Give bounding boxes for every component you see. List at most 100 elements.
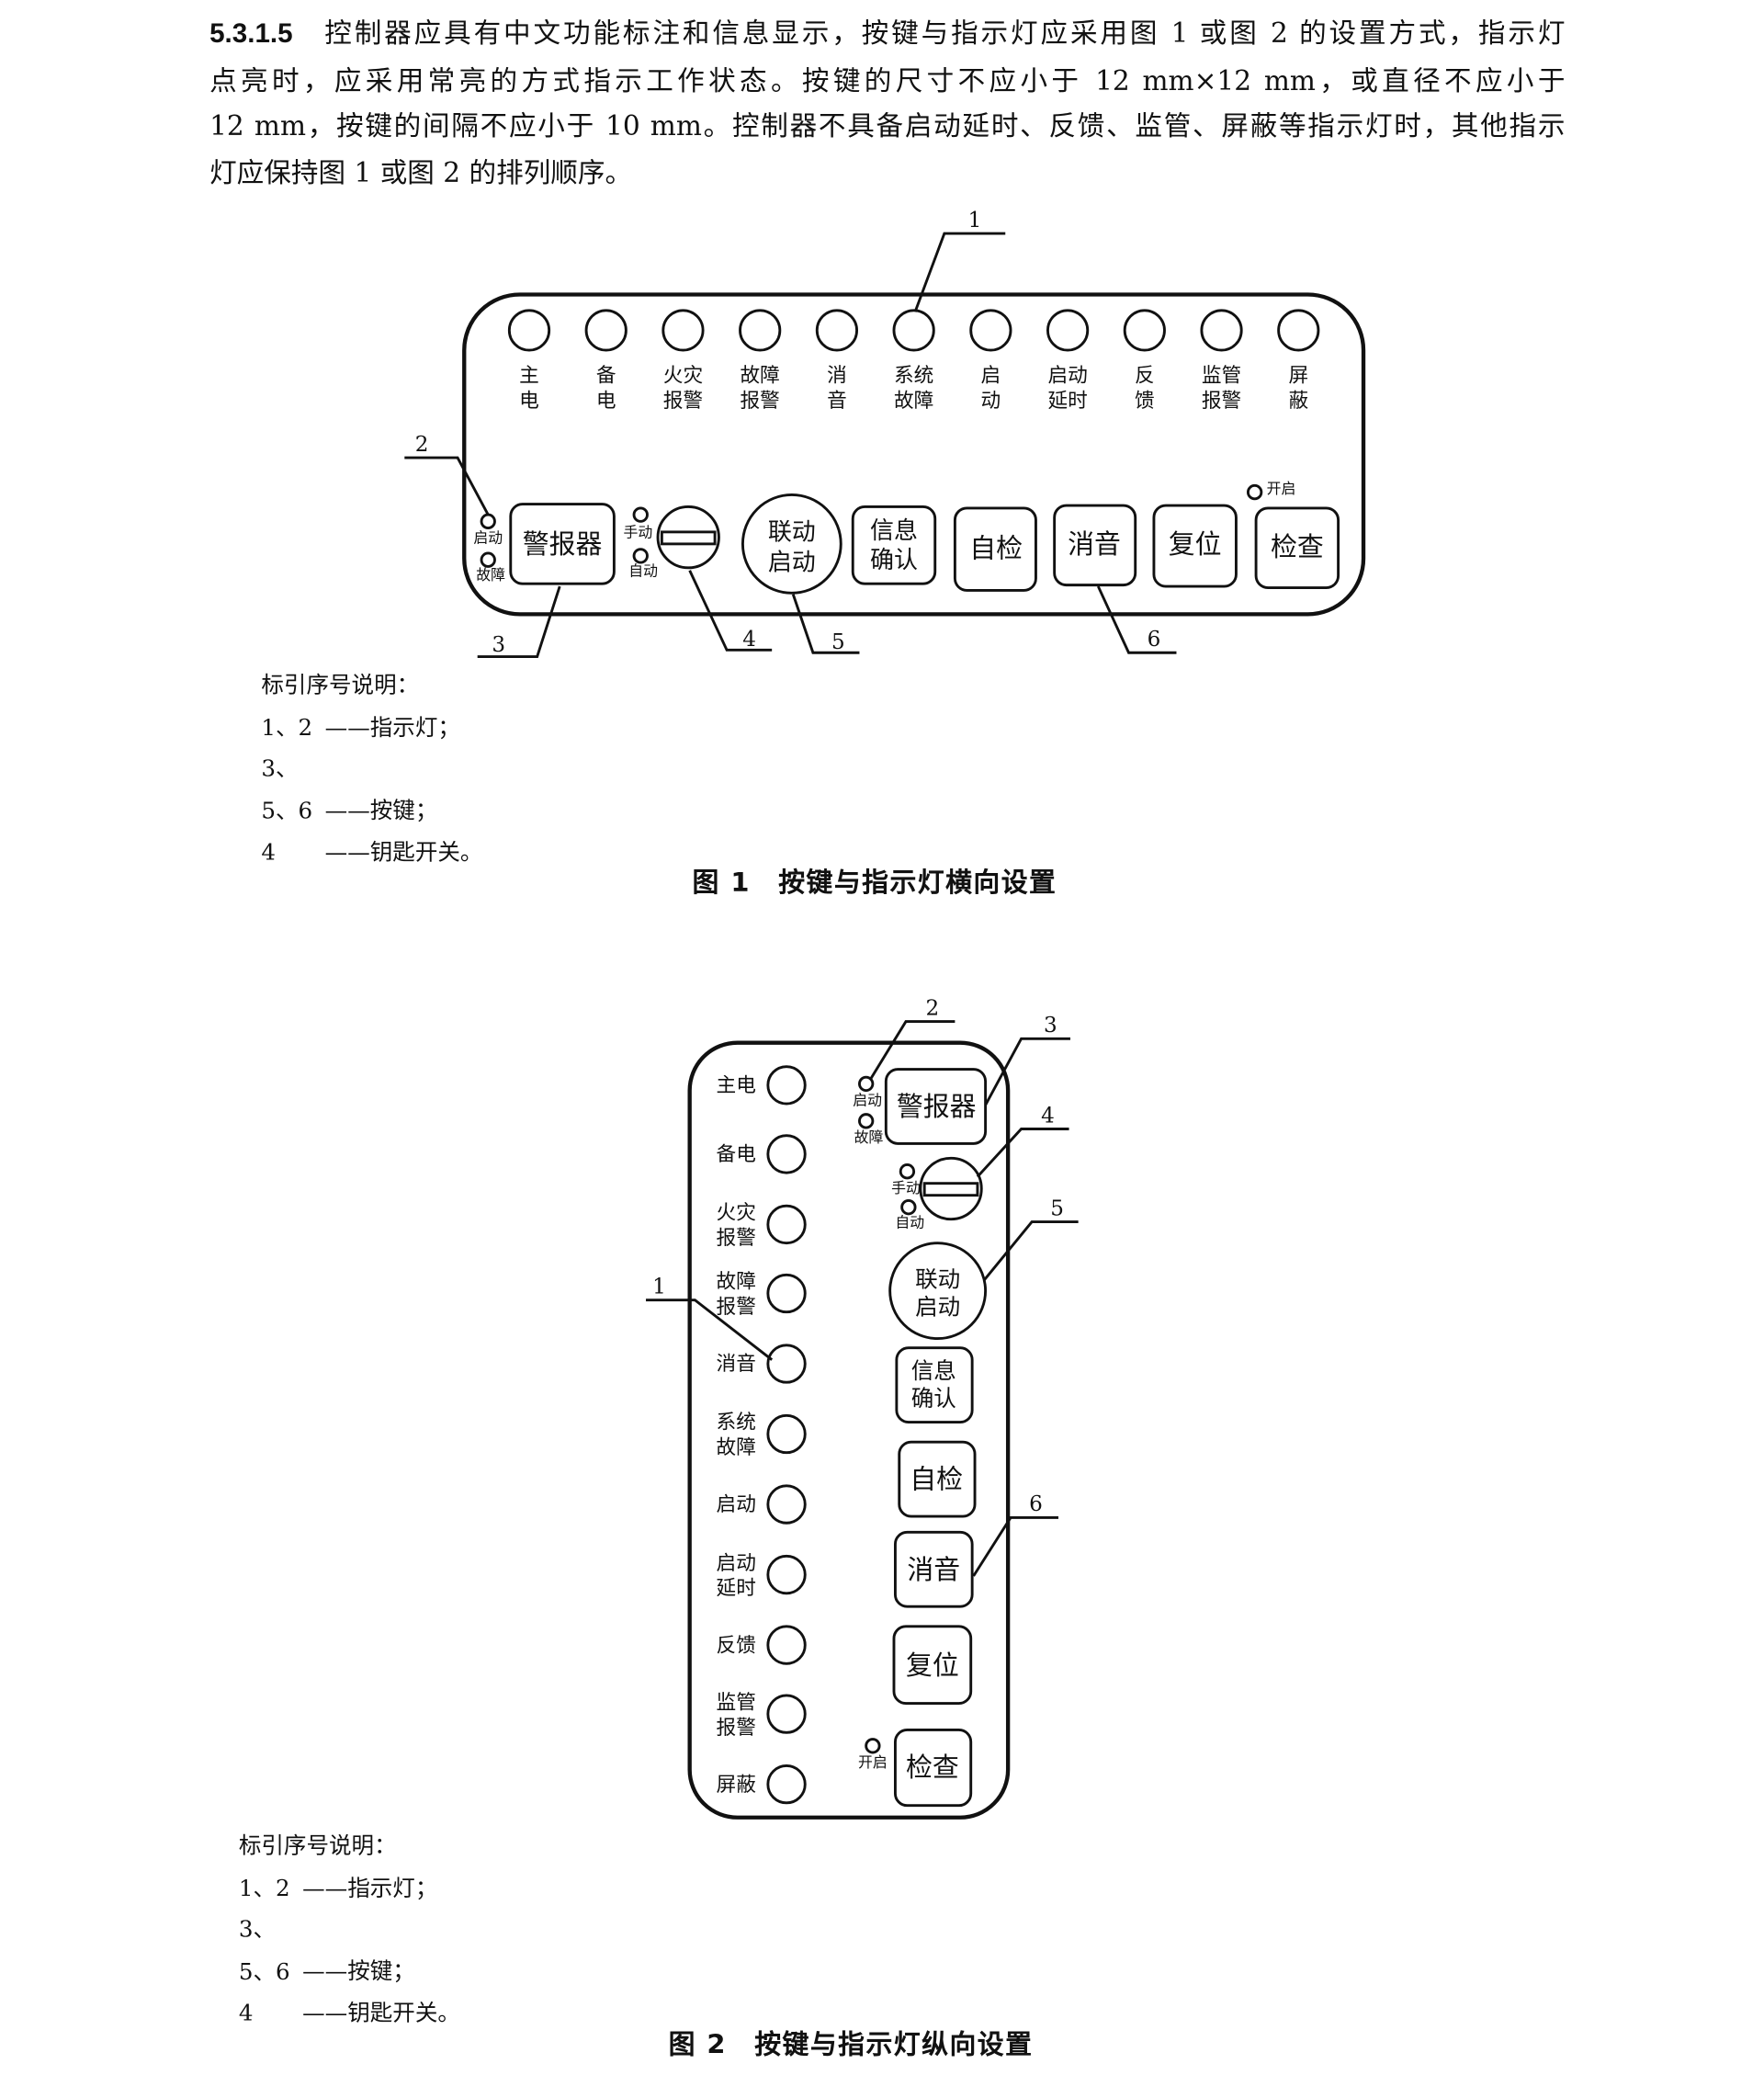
indicator-label: 启动 [717,1552,756,1575]
alarm-fault-label: 故障 [854,1128,884,1146]
reset-label: 复位 [1169,528,1222,560]
alarm-fault-led [858,1113,875,1129]
info-confirm-button[interactable] [851,505,937,585]
indicator-label: 电 [519,390,539,413]
reset-label: 复位 [906,1650,959,1681]
linkage-start-label: 启动 [915,1294,960,1321]
indicator-label: 报警 [1202,390,1241,413]
silence-button[interactable] [893,1530,974,1608]
legend-item: 3、5、6——按键； [261,755,438,825]
info-confirm-label: 确认 [870,547,918,574]
info-confirm-label: 信息 [911,1357,956,1384]
indicator-led [892,309,935,352]
self-test-label: 自检 [910,1464,963,1495]
indicator-label: 主 [519,365,539,388]
indicator-led [766,1344,807,1384]
silence-button[interactable] [1053,504,1137,587]
indicator-label: 屏蔽 [717,1774,757,1797]
indicator-label: 报警 [717,1227,756,1250]
legend-title: 标引序号说明： [261,672,420,699]
callout-2: 2 [926,996,940,1020]
figure-2-caption: 图 2 按键与指示灯纵向设置 [668,2028,1034,2060]
indicator-label: 故障 [717,1436,756,1459]
self-test-button[interactable] [953,506,1037,592]
indicator-label: 火灾 [717,1202,756,1225]
indicator-label: 报警 [663,390,703,413]
indicator-led [766,1204,807,1245]
indicator-label: 音 [827,390,847,413]
check-button[interactable] [1254,506,1340,589]
callout-line-5 [983,1220,1079,1281]
paragraph-line: 点亮时，应采用常亮的方式指示工作状态。按键的尺寸不应小于 12 mm×12 mm… [209,64,1566,96]
info-confirm-button[interactable] [895,1346,974,1423]
reset-button[interactable] [1152,504,1238,588]
legend-figure-1: 标引序号说明： 1、2——指示灯； 3、5、6——按键； 4——钥匙开关。 [261,666,482,875]
indicator-led [662,309,705,352]
manual-label: 手动 [891,1179,921,1196]
alarm-button[interactable] [509,503,616,585]
linkage-start-button[interactable] [888,1242,988,1341]
legend-title: 标引序号说明： [238,1833,397,1860]
indicator-led [969,309,1012,352]
callout-3: 3 [1044,1014,1057,1038]
callout-line-1 [913,232,1006,312]
alarm-fault-led [480,551,496,568]
auto-led [632,548,649,564]
callout-line-6 [972,1516,1058,1577]
callout-line-2 [868,1020,956,1081]
reset-button[interactable] [892,1625,973,1706]
alarm-button[interactable] [884,1068,988,1145]
callout-1: 1 [968,209,982,232]
indicator-label: 消 [827,365,847,388]
callout-line-3 [984,1037,1070,1106]
indicator-led [739,309,782,352]
indicator-label: 延时 [1047,390,1087,413]
indicator-label: 启 [981,365,1001,388]
indicator-led [766,1484,807,1525]
self-test-button[interactable] [898,1440,977,1518]
auto-label: 自动 [628,562,658,580]
indicator-label: 故障 [894,390,933,413]
indicator-led [1123,309,1166,352]
check-label: 检查 [906,1752,959,1783]
callout-line-2 [404,456,490,516]
key-switch[interactable] [656,505,720,570]
indicator-led [766,1413,807,1455]
alarm-fault-label: 故障 [476,566,505,584]
callout-line-5 [791,594,860,654]
indicator-label: 主电 [717,1074,756,1097]
check-on-led [865,1738,881,1754]
indicator-led [766,1273,807,1314]
auto-label: 自动 [895,1213,924,1230]
linkage-start-label: 联动 [915,1265,960,1292]
indicator-led [507,309,551,352]
silence-label: 消音 [907,1554,960,1585]
linkage-start-button[interactable] [741,493,842,595]
callout-5: 5 [1050,1196,1064,1220]
callout-1: 1 [652,1276,666,1299]
indicator-led [584,309,628,352]
indicator-label: 消音 [717,1353,756,1376]
check-button[interactable] [893,1729,973,1808]
callout-4: 4 [1041,1104,1055,1128]
indicator-label: 系统 [717,1412,756,1435]
indicator-led [766,1763,807,1805]
manual-label: 手动 [624,524,653,541]
legend-figure-2: 标引序号说明： 1、2——指示灯； 3、5、6——按键； 4——钥匙开关。 [239,1827,460,2036]
paragraph-line: 12 mm，按键的间隔不应小于 10 mm。控制器不具备启动延时、反馈、监管、屏… [209,109,1566,142]
manual-led [899,1163,916,1180]
figure-1-caption: 图 1 按键与指示灯横向设置 [692,866,1057,899]
alarm-start-led [480,513,496,529]
legend-item: 3、5、6——按键； [238,1917,415,1986]
indicator-label: 反 [1135,365,1155,388]
callout-line-4 [688,570,773,652]
linkage-start-label: 启动 [768,550,816,577]
key-switch[interactable] [919,1156,983,1221]
alarm-start-label: 启动 [473,528,503,546]
indicator-label: 报警 [741,390,780,413]
indicator-led [815,309,859,352]
indicator-led [1200,309,1243,352]
check-label: 检查 [1271,531,1324,562]
